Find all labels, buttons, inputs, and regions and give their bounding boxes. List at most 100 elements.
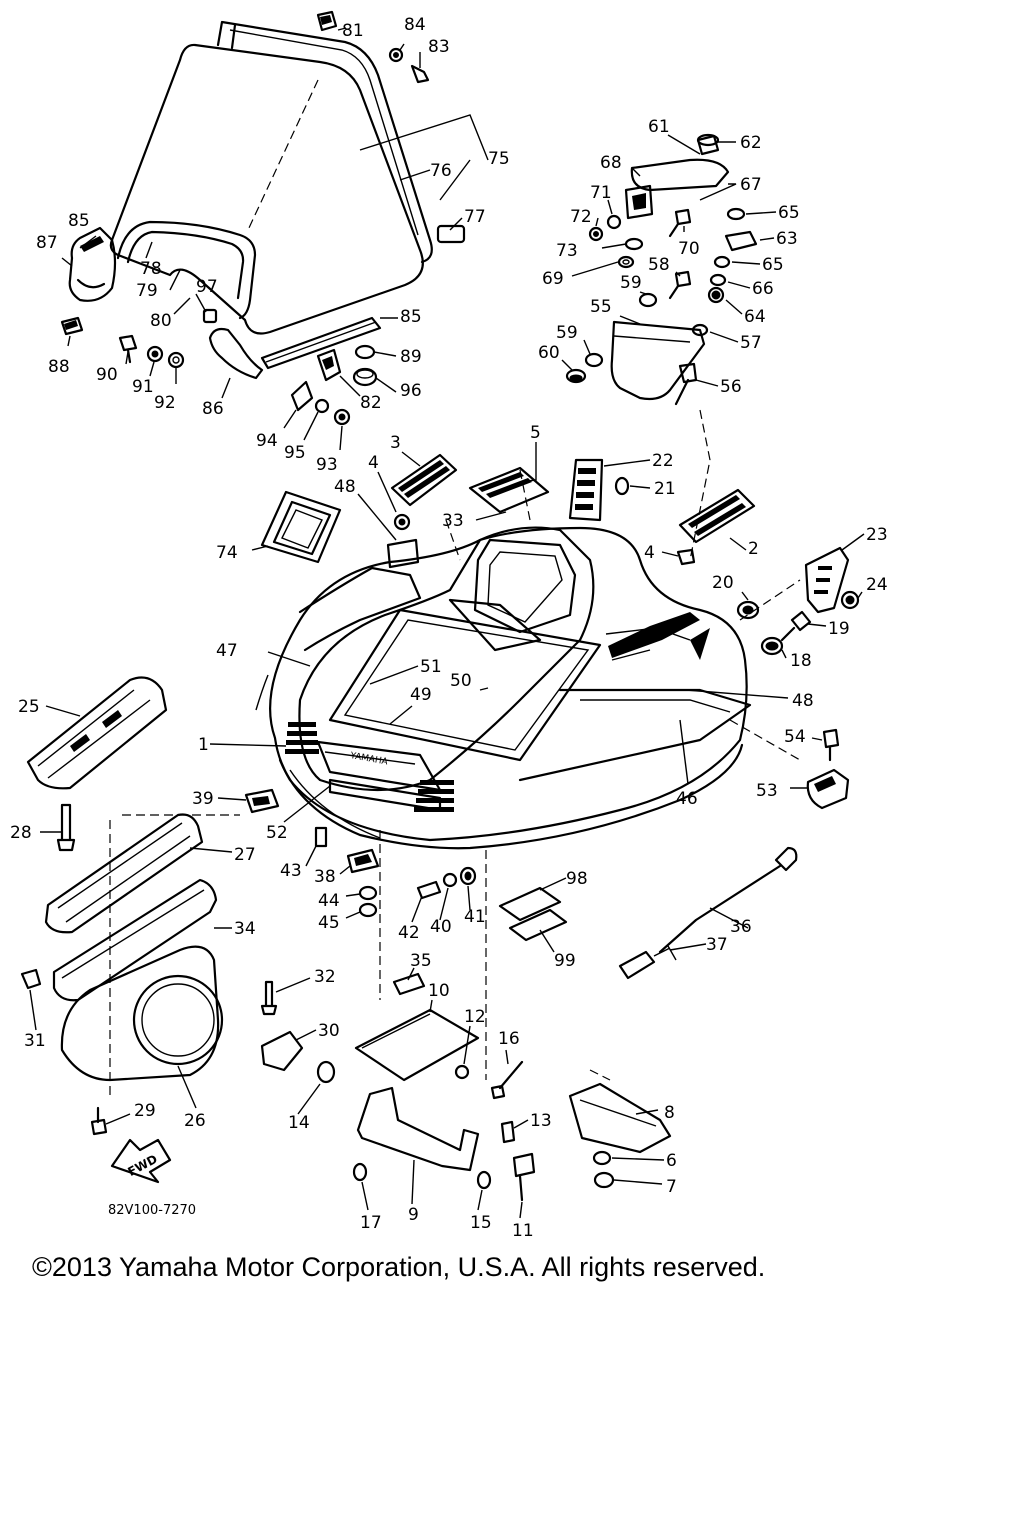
callout-26: 26 bbox=[184, 1111, 206, 1131]
callout-63: 63 bbox=[776, 229, 798, 249]
callout-15: 15 bbox=[470, 1213, 492, 1233]
callout-labels: 81 84 83 75 76 77 85 87 78 79 97 80 85 8… bbox=[10, 15, 888, 1240]
steering-group bbox=[565, 133, 758, 406]
parts-diagram: YAMAHA bbox=[10, 10, 888, 1240]
callout-16: 16 bbox=[498, 1029, 520, 1049]
callout-87: 87 bbox=[36, 233, 58, 253]
callout-46: 46 bbox=[676, 789, 698, 809]
callout-64: 64 bbox=[744, 307, 766, 327]
callout-56: 56 bbox=[720, 377, 742, 397]
callout-32: 32 bbox=[314, 967, 336, 987]
callout-65-lower: 65 bbox=[762, 255, 784, 275]
callout-35: 35 bbox=[410, 951, 432, 971]
callout-76: 76 bbox=[430, 161, 452, 181]
callout-80: 80 bbox=[150, 311, 172, 331]
callout-50: 50 bbox=[450, 671, 472, 691]
callout-6: 6 bbox=[666, 1151, 677, 1171]
callout-92: 92 bbox=[154, 393, 176, 413]
callout-11: 11 bbox=[512, 1221, 534, 1240]
callout-27: 27 bbox=[234, 845, 256, 865]
callout-79: 79 bbox=[136, 281, 158, 301]
callout-60: 60 bbox=[538, 343, 560, 363]
callout-19: 19 bbox=[828, 619, 850, 639]
callout-33: 33 bbox=[442, 511, 464, 531]
assembly-guide-lines bbox=[109, 409, 801, 1100]
callout-12: 12 bbox=[464, 1007, 486, 1027]
callout-5: 5 bbox=[530, 423, 541, 443]
callout-59-lower: 59 bbox=[556, 323, 578, 343]
hood-body: YAMAHA bbox=[255, 526, 752, 850]
callout-1: 1 bbox=[198, 735, 209, 755]
callout-25: 25 bbox=[18, 697, 40, 717]
callout-67: 67 bbox=[740, 175, 762, 195]
copyright-notice: ©2013 Yamaha Motor Corporation, U.S.A. A… bbox=[32, 1252, 766, 1282]
callout-9: 9 bbox=[408, 1205, 419, 1225]
callout-17: 17 bbox=[360, 1213, 382, 1233]
callout-30: 30 bbox=[318, 1021, 340, 1041]
callout-49: 49 bbox=[410, 685, 432, 705]
callout-84: 84 bbox=[404, 15, 426, 35]
callout-14: 14 bbox=[288, 1113, 310, 1133]
callout-85-top: 85 bbox=[68, 211, 90, 231]
callout-62: 62 bbox=[740, 133, 762, 153]
callout-29: 29 bbox=[134, 1101, 156, 1121]
callout-98: 98 bbox=[566, 869, 588, 889]
windshield-assembly bbox=[60, 10, 466, 426]
callout-61: 61 bbox=[648, 117, 670, 137]
callout-96: 96 bbox=[400, 381, 422, 401]
callout-4-upper: 4 bbox=[368, 453, 379, 473]
callout-65-upper: 65 bbox=[778, 203, 800, 223]
callout-95: 95 bbox=[284, 443, 306, 463]
callout-82: 82 bbox=[360, 393, 382, 413]
callout-91: 91 bbox=[132, 377, 154, 397]
callout-70: 70 bbox=[678, 239, 700, 259]
callout-39: 39 bbox=[192, 789, 214, 809]
callout-53: 53 bbox=[756, 781, 778, 801]
callout-38: 38 bbox=[314, 867, 336, 887]
callout-37: 37 bbox=[706, 935, 728, 955]
callout-97: 97 bbox=[196, 277, 218, 297]
callout-89: 89 bbox=[400, 347, 422, 367]
callout-71: 71 bbox=[590, 183, 612, 203]
callout-86: 86 bbox=[202, 399, 224, 419]
svg-text:YAMAHA: YAMAHA bbox=[348, 751, 389, 768]
callout-47: 47 bbox=[216, 641, 238, 661]
callout-54: 54 bbox=[784, 727, 806, 747]
callout-83: 83 bbox=[428, 37, 450, 57]
callout-90: 90 bbox=[96, 365, 118, 385]
callout-72: 72 bbox=[570, 207, 592, 227]
callout-55: 55 bbox=[590, 297, 612, 317]
callout-51: 51 bbox=[420, 657, 442, 677]
callout-4-lower: 4 bbox=[644, 543, 655, 563]
callout-22: 22 bbox=[652, 451, 674, 471]
callout-2: 2 bbox=[748, 539, 759, 559]
callout-43: 43 bbox=[280, 861, 302, 881]
callout-81: 81 bbox=[342, 21, 364, 41]
callout-18: 18 bbox=[790, 651, 812, 671]
callout-40: 40 bbox=[430, 917, 452, 937]
callout-8: 8 bbox=[664, 1103, 675, 1123]
callout-52: 52 bbox=[266, 823, 288, 843]
callout-21: 21 bbox=[654, 479, 676, 499]
drawing-code: 82V100-7270 bbox=[108, 1203, 196, 1218]
callout-75: 75 bbox=[488, 149, 510, 169]
callout-93: 93 bbox=[316, 455, 338, 475]
callout-34: 34 bbox=[234, 919, 256, 939]
callout-41: 41 bbox=[464, 907, 486, 927]
callout-10: 10 bbox=[428, 981, 450, 1001]
callout-88: 88 bbox=[48, 357, 70, 377]
callout-3: 3 bbox=[390, 433, 401, 453]
callout-48-upper: 48 bbox=[334, 477, 356, 497]
callout-68: 68 bbox=[600, 153, 622, 173]
callout-59-upper: 59 bbox=[620, 273, 642, 293]
leader-lines bbox=[29, 27, 865, 1219]
callout-78: 78 bbox=[140, 259, 162, 279]
callout-77: 77 bbox=[464, 207, 486, 227]
fwd-direction-label: FWD bbox=[125, 1152, 159, 1179]
callout-69: 69 bbox=[542, 269, 564, 289]
callout-28: 28 bbox=[10, 823, 32, 843]
callout-31: 31 bbox=[24, 1031, 46, 1051]
callout-57: 57 bbox=[740, 333, 762, 353]
callout-73: 73 bbox=[556, 241, 578, 261]
callout-94: 94 bbox=[256, 431, 278, 451]
